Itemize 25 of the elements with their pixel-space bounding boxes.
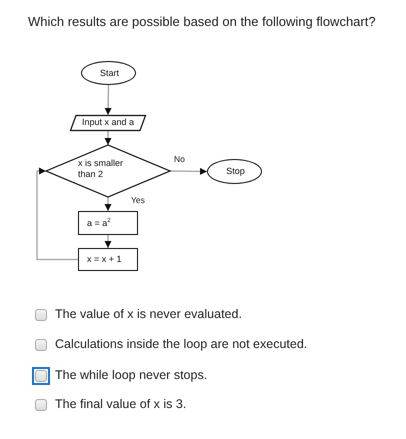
arrow [36, 168, 78, 260]
terminal-ellipse [207, 159, 262, 184]
decision-diamond [46, 145, 170, 197]
process-box [78, 211, 138, 235]
input-parallelogram [70, 115, 146, 131]
option-text: Calculations inside the loop are not executed. [55, 337, 308, 352]
arrow [104, 197, 112, 211]
node-text: Input x and a [82, 116, 134, 128]
question-title: Which results are possible based on the following flowchart? [28, 14, 376, 30]
arrow [104, 235, 112, 248]
node-text: x = x + 1 [87, 254, 122, 265]
arrow [104, 131, 112, 145]
edge-label: Yes [131, 195, 145, 205]
node-text: Stop [226, 166, 245, 177]
option-text: The value of x is never evaluated. [55, 307, 242, 322]
option-text: The final value of x is 3. [55, 397, 186, 412]
node-text: x is smaller than 2 [78, 158, 124, 180]
arrow [104, 84, 112, 116]
edge-label: No [174, 154, 185, 164]
terminal-ellipse [81, 61, 136, 85]
arrow [170, 168, 207, 175]
node-text: Start [100, 68, 119, 78]
process-box [78, 248, 138, 271]
option-text: The while loop never stops. [55, 368, 208, 383]
node-text: a = a$^{2}$ [87, 218, 111, 228]
